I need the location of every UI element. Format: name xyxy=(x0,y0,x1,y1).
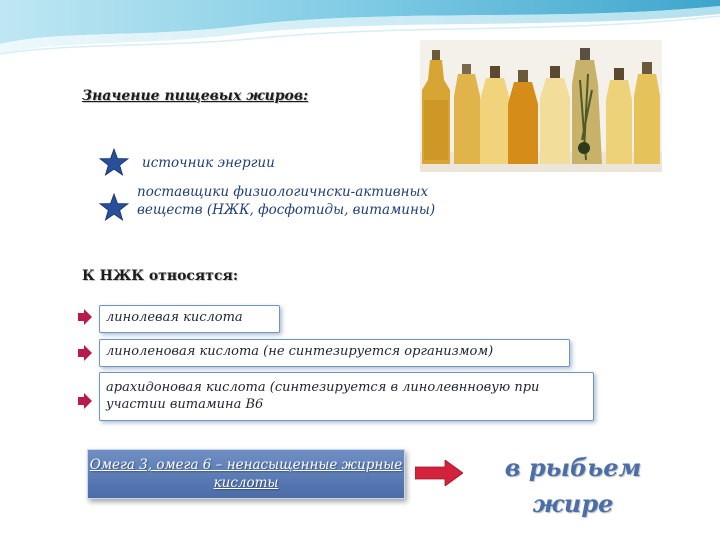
arrow-right-icon xyxy=(78,345,92,361)
arrow-right-icon xyxy=(78,393,92,409)
arrow-right-icon xyxy=(78,309,92,325)
header-wave-decoration xyxy=(0,0,720,55)
star-icon xyxy=(99,193,129,221)
fish-oil-text: в рыбьем жире xyxy=(504,453,642,518)
heading-nzhk: К НЖК относятся: xyxy=(82,268,238,284)
heading-fat-value: Значение пищевых жиров: xyxy=(82,88,309,104)
arrow-right-icon xyxy=(415,460,463,486)
bullet-active-substances: поставщики физиологичнcки-активных вещес… xyxy=(137,184,436,218)
star-icon xyxy=(99,148,129,176)
acid-linolenic: линоленовая кислота (не синтезируется ор… xyxy=(99,339,570,367)
oil-bottles-photo xyxy=(420,40,662,172)
acid-linoleic: линолевая кислота xyxy=(99,305,280,333)
acid-arachidonic: арахидоновая кислота (синтезируется в ли… xyxy=(99,372,594,421)
omega-box: Омега 3, омега 6 – ненасыщенные жирные к… xyxy=(87,449,405,499)
bullet-energy-source: источник энергии xyxy=(142,155,275,171)
